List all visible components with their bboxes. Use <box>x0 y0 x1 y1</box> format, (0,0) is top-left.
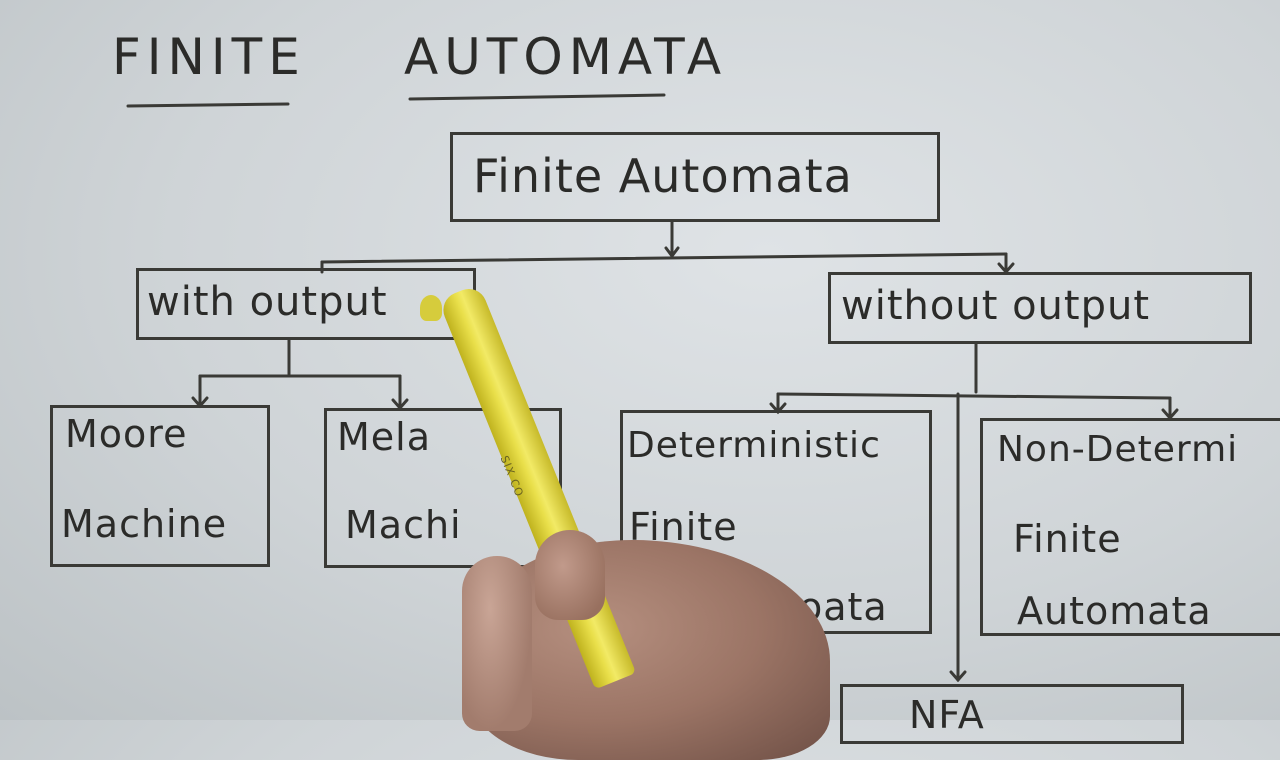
without-output-box: without output <box>828 272 1252 344</box>
level1-bar <box>320 252 1008 264</box>
mealy-box: Mela Machi <box>324 408 562 568</box>
nfa-line1: Non-Determi <box>997 429 1239 470</box>
moore-line1: Moore <box>65 412 188 456</box>
with-output-box: with output <box>136 268 476 340</box>
bottom-label: NFA <box>909 693 985 737</box>
pen-tip <box>420 295 442 321</box>
nfa-line3: Automata <box>1017 589 1212 633</box>
bottom-box: NFA <box>840 684 1184 744</box>
title-underline-1 <box>126 102 290 108</box>
moore-line2: Machine <box>61 502 228 546</box>
title-word-automata: AUTOMATA <box>404 28 728 86</box>
mealy-line2: Machi <box>345 503 462 547</box>
finger-thumb <box>462 556 532 731</box>
finger-index <box>535 530 605 620</box>
nfa-line2: Finite <box>1013 517 1122 561</box>
root-label: Finite Automata <box>473 149 853 203</box>
whiteboard-page: FINITE AUTOMATA <box>50 28 1280 760</box>
mealy-line1: Mela <box>337 415 432 459</box>
title-underline-2 <box>408 93 666 101</box>
moore-box: Moore Machine <box>50 405 270 567</box>
title-word-finite: FINITE <box>112 28 306 86</box>
root-box: Finite Automata <box>450 132 940 222</box>
nfa-box: Non-Determi Finite Automata <box>980 418 1280 636</box>
connector-lines <box>126 93 1179 683</box>
dfa-line1: Deterministic <box>627 425 881 466</box>
with-output-label: with output <box>147 279 388 325</box>
without-output-label: without output <box>841 283 1151 329</box>
